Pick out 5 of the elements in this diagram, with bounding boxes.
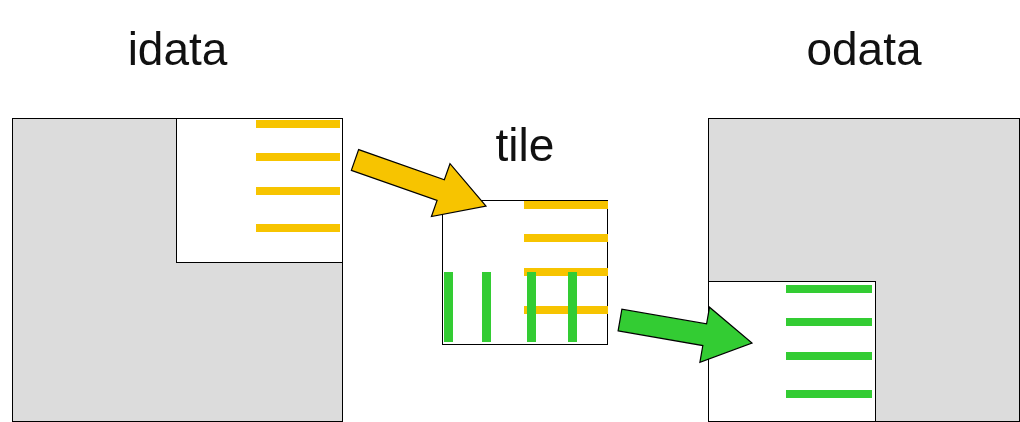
region-title: idata: [126, 23, 229, 75]
arrow: [350, 148, 488, 218]
region-title: tile: [494, 119, 556, 171]
arrow: [617, 306, 754, 364]
region-title: odata: [805, 23, 923, 75]
